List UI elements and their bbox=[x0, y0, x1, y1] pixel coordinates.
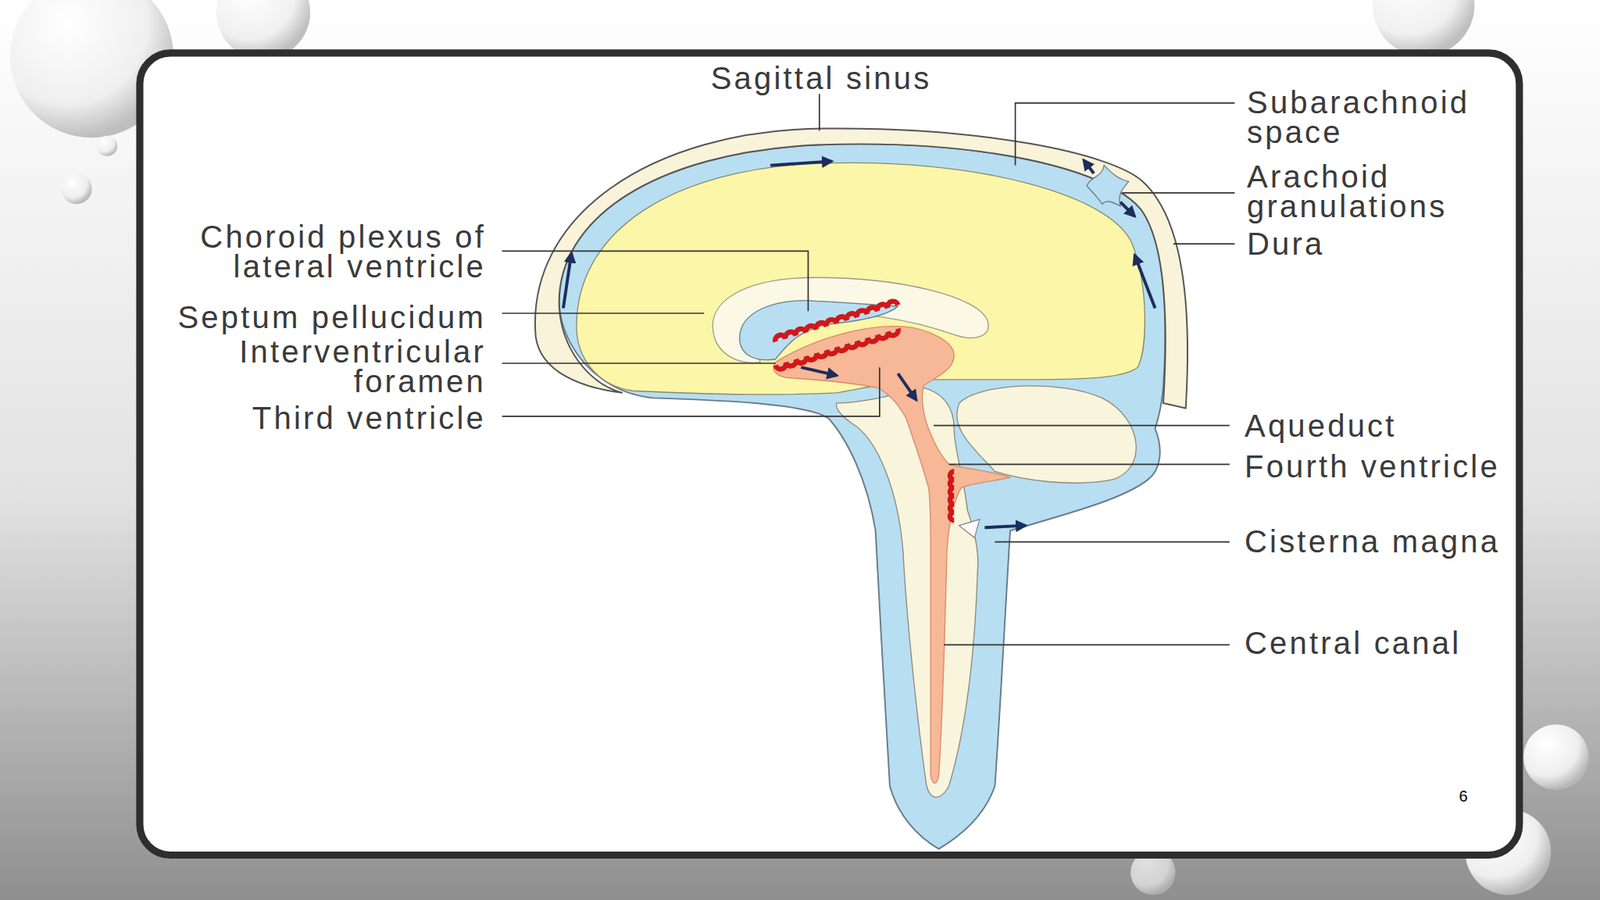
bubble bbox=[96, 135, 118, 157]
brainstem-spinal-cord bbox=[836, 387, 979, 797]
bubbles bbox=[10, 0, 1590, 895]
part-label: Central canal bbox=[1244, 628, 1461, 658]
choroid-plexus bbox=[950, 471, 954, 521]
flow-arrow bbox=[1120, 202, 1135, 217]
part-label: Fourth ventricle bbox=[1244, 451, 1500, 482]
part-label: Dura bbox=[1246, 228, 1325, 259]
subarachnoid-space bbox=[559, 143, 1166, 849]
flow-arrows bbox=[563, 160, 1156, 528]
part-label: Cisterna magna bbox=[1244, 526, 1500, 557]
leader-lines bbox=[502, 93, 1236, 645]
choroid-plexus bbox=[775, 328, 899, 370]
flow-arrow bbox=[1134, 255, 1155, 309]
brain-drawing bbox=[535, 128, 1188, 849]
flow-arrow bbox=[897, 373, 917, 400]
leader-line bbox=[994, 541, 1229, 543]
leader-line bbox=[949, 463, 1230, 465]
part-label: Septum pellucidum bbox=[177, 302, 486, 333]
part-label: Arachoid granulations bbox=[1246, 161, 1544, 222]
leader-line bbox=[933, 425, 1230, 427]
flow-arrow bbox=[563, 253, 572, 309]
leader-line bbox=[502, 312, 705, 315]
part-label: Interventricular foramen bbox=[157, 336, 486, 397]
flow-arrow bbox=[770, 160, 832, 165]
bubble bbox=[1523, 724, 1590, 790]
flow-arrow bbox=[984, 525, 1025, 529]
bubble bbox=[1372, 0, 1475, 57]
leader-line bbox=[502, 362, 776, 365]
leader-line bbox=[1122, 192, 1236, 194]
leader-line bbox=[818, 93, 821, 131]
ventricular-system bbox=[773, 326, 1011, 784]
foramen-marker bbox=[959, 519, 980, 539]
page-number: 6 bbox=[1458, 786, 1468, 806]
leader-line bbox=[1015, 103, 1236, 166]
part-label: Aqueduct bbox=[1244, 410, 1397, 441]
part-label: Sagittal sinus bbox=[710, 63, 933, 93]
leader-line bbox=[502, 367, 880, 417]
flow-arrow bbox=[1083, 160, 1094, 174]
part-label: Third ventricle bbox=[252, 403, 486, 433]
leader-line bbox=[943, 644, 1230, 647]
part-label: Subarachnoid space bbox=[1246, 87, 1544, 147]
flow-arrow bbox=[800, 367, 837, 375]
cerebellum bbox=[957, 385, 1136, 483]
part-label: Choroid plexus of lateral ventricle bbox=[157, 221, 486, 282]
bubble bbox=[60, 173, 92, 204]
leader-line bbox=[1173, 242, 1235, 245]
leader-line bbox=[502, 250, 809, 311]
